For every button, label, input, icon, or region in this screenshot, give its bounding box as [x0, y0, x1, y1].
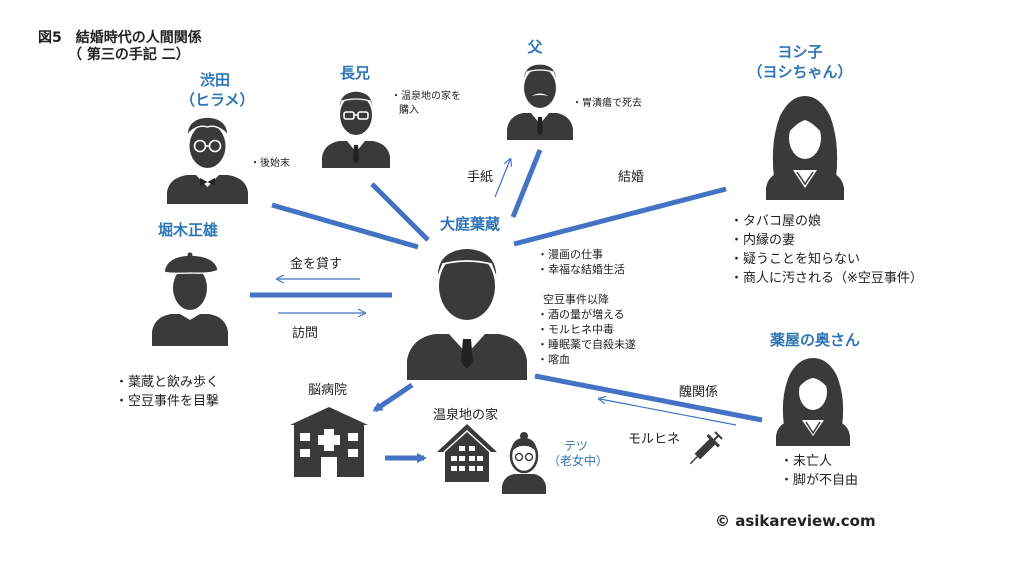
brother-notes: ・温泉地の家を 購入	[391, 91, 461, 116]
syringe-icon	[689, 431, 723, 465]
label-hotspring-house: 温泉地の家	[433, 408, 499, 423]
line-yoshiko	[513, 186, 727, 247]
line-pharmacy	[534, 373, 763, 423]
line-hospital	[372, 382, 414, 413]
shibuta-name: 渋田 （ヒラメ）	[180, 71, 255, 109]
diagram-title: 図5 結婚時代の人間関係 （ 第三の手記 二）	[38, 30, 202, 64]
father-name: 父	[527, 38, 543, 56]
pharmacy-wife-name: 薬屋の奥さん	[769, 331, 860, 349]
label-lend-money: 金を貸す	[290, 257, 343, 272]
person-icon	[167, 116, 248, 204]
tetsu-name: テツ （老女中）	[548, 439, 609, 468]
person-icon	[766, 96, 844, 200]
line-brother	[370, 182, 430, 242]
after-heading: 空豆事件以降	[543, 293, 609, 306]
copyright: © asikareview.com	[715, 512, 876, 530]
horiki-name: 堀木正雄	[157, 221, 218, 239]
yoshiko-name: ヨシ子 （ヨシちゃん）	[747, 43, 853, 81]
arrow-morphine	[600, 399, 737, 426]
hospital-icon	[290, 407, 368, 477]
yozo-name: 大庭葉蔵	[439, 215, 500, 233]
yoshiko-notes: タバコ屋の娘 内縁の妻 疑うことを知らない 商人に汚される（※空豆事件）	[730, 212, 923, 288]
person-icon	[507, 63, 573, 140]
person-icon	[407, 247, 527, 380]
label-morphine: モルヒネ	[628, 432, 681, 447]
horiki-notes: 葉蔵と飲み歩く 空豆事件を目撃	[115, 373, 219, 411]
title-line2: （ 第三の手記 二）	[68, 47, 190, 63]
person-icon	[502, 432, 546, 494]
shibuta-note: 後始末	[250, 157, 290, 171]
pharmacy-wife-notes: 未亡人 脚が不自由	[780, 452, 858, 490]
title-line1: 図5 結婚時代の人間関係	[38, 30, 202, 46]
person-icon	[152, 252, 228, 346]
brother-name: 長兄	[339, 64, 370, 82]
line-father	[510, 149, 543, 218]
label-visit: 訪問	[292, 326, 319, 341]
line-shibuta	[271, 202, 419, 250]
label-marriage: 結婚	[618, 170, 645, 185]
person-icon	[322, 90, 390, 168]
label-hospital: 脳病院	[308, 383, 348, 398]
label-letter: 手紙	[467, 170, 494, 185]
yozo-notes-2: 空豆事件以降 酒の量が増える モルヒネ中毒 睡眠薬で自殺未遂 喀血	[537, 292, 636, 367]
house-icon	[437, 424, 497, 482]
label-ugly-relation: 醜関係	[679, 385, 719, 400]
father-note: 胃潰瘍で死去	[572, 97, 642, 111]
yozo-notes-1: 漫画の仕事 幸福な結婚生活	[537, 247, 625, 277]
arrow-letter	[494, 160, 510, 198]
person-icon	[776, 358, 850, 446]
